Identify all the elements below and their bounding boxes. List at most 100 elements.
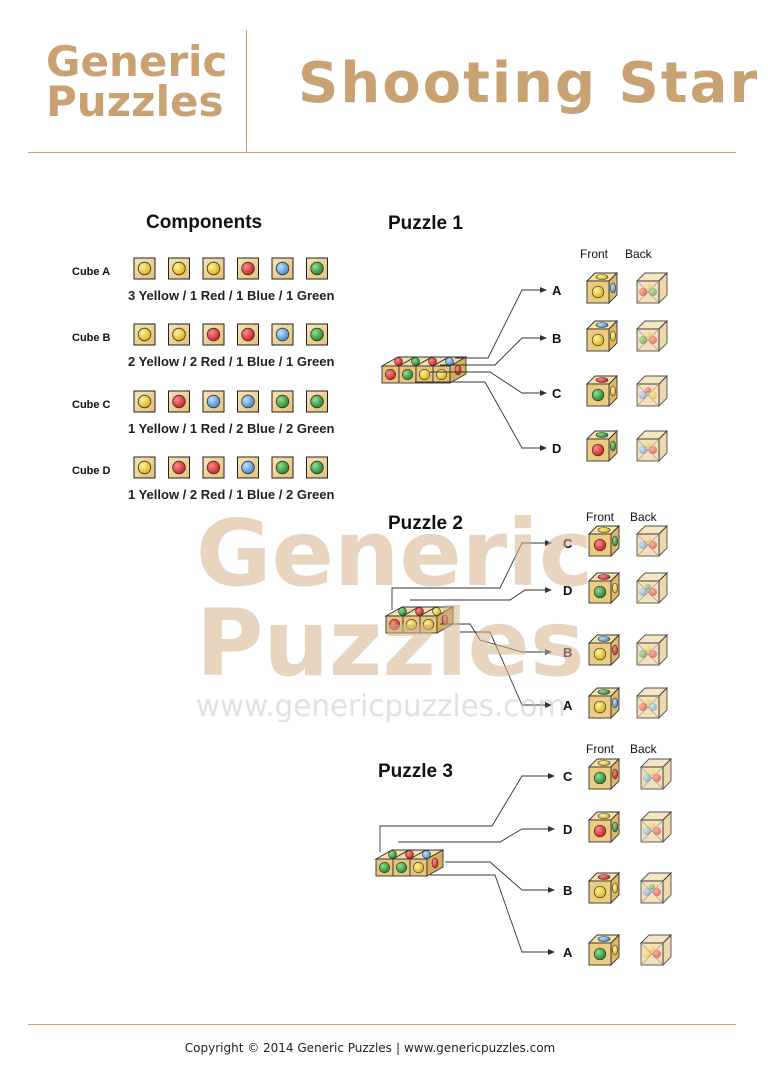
row-letter: B — [552, 331, 561, 346]
puzzle-1-title: Puzzle 1 — [388, 213, 463, 234]
footer-separator: | — [395, 1041, 400, 1055]
component-face-blue — [237, 456, 259, 479]
component-face-red — [168, 390, 190, 413]
puzzle-1-back-label: Back — [625, 247, 653, 261]
bottom-rule — [28, 1024, 736, 1025]
component-face-green — [306, 390, 328, 413]
puzzle-2-row-B: B — [563, 633, 669, 667]
puzzle-3-row-D: D — [563, 810, 673, 844]
component-cube-summary: 1 Yellow / 1 Red / 2 Blue / 2 Green — [128, 421, 334, 436]
row-letter: B — [563, 645, 572, 660]
puzzle-3-leader-lines — [379, 775, 548, 953]
component-cube-summary: 1 Yellow / 2 Red / 1 Blue / 2 Green — [128, 487, 334, 502]
front-view-cube — [585, 429, 619, 463]
front-view-cube — [585, 319, 619, 353]
component-face-blue — [202, 390, 225, 413]
back-view-cube — [635, 686, 669, 720]
row-letter: C — [552, 386, 562, 401]
back-view-cube — [635, 374, 669, 408]
row-letter: D — [552, 441, 561, 456]
component-face-red — [202, 456, 225, 479]
puzzle-3-back-label: Back — [630, 742, 658, 756]
brand-line-1: Generic — [46, 37, 228, 86]
back-view-cube — [639, 810, 673, 844]
puzzle-2-row-C: C — [563, 524, 669, 558]
puzzle-1: Puzzle 1 Front Back A B C D — [380, 213, 669, 463]
puzzle-3-front-label: Front — [586, 742, 615, 756]
puzzle-2-title: Puzzle 2 — [388, 513, 463, 534]
front-view-cube — [587, 571, 621, 605]
row-letter: A — [563, 698, 573, 713]
puzzle-3-row-C: C — [563, 757, 673, 791]
components-heading: Components — [146, 212, 262, 233]
back-view-cube — [639, 871, 673, 905]
front-view-cube — [587, 686, 621, 720]
brand-logo: Generic Puzzles — [46, 37, 228, 126]
front-view-cube — [587, 871, 621, 905]
puzzle-1-assembly — [380, 356, 468, 384]
component-face-yellow — [168, 257, 190, 280]
brand-line-2: Puzzles — [46, 77, 224, 126]
puzzle-3-rows: C D B A — [563, 757, 673, 967]
puzzle-1-rows: A B C D — [552, 271, 669, 463]
component-cube-list: Cube A 3 Yellow / 1 Red / 1 Blue / 1 Gree… — [72, 257, 334, 502]
front-view-cube — [587, 810, 621, 844]
component-face-yellow — [133, 390, 156, 413]
puzzle-2-arrowheads — [545, 540, 552, 708]
puzzle-3-assembly — [374, 849, 445, 877]
back-view-cube — [635, 271, 669, 305]
component-face-green — [306, 456, 328, 479]
row-letter: C — [563, 536, 573, 551]
row-letter: A — [552, 283, 562, 298]
component-row-4: Cube D1 Yellow / 2 Red / 1 Blue / 2 Gree… — [72, 456, 334, 502]
component-face-blue — [271, 323, 294, 346]
puzzle-1-row-D: D — [552, 429, 669, 463]
puzzle-3-row-A: A — [563, 933, 673, 967]
puzzle-2-row-D: D — [563, 571, 669, 605]
component-face-yellow — [133, 456, 156, 479]
component-face-yellow — [133, 323, 156, 346]
back-view-cube — [635, 571, 669, 605]
footer-website-link[interactable]: www.genericpuzzles.com — [403, 1041, 556, 1055]
puzzle-3-arrowheads — [548, 773, 555, 955]
puzzle-1-row-C: C — [552, 374, 669, 408]
component-row-2: Cube B 2 Yellow / 2 Red / 1 Blue / 1 Gree… — [72, 323, 334, 369]
component-face-red — [202, 323, 225, 346]
row-letter: B — [563, 883, 572, 898]
puzzle-1-leader-lines — [415, 289, 540, 449]
component-row-3: Cube C1 Yellow / 1 Red / 2 Blue / 2 Gree… — [72, 390, 334, 436]
front-view-cube — [587, 633, 621, 667]
component-cube-summary: 2 Yellow / 2 Red / 1 Blue / 1 Green — [128, 354, 334, 369]
front-view-cube — [585, 271, 619, 305]
component-face-yellow — [168, 323, 190, 346]
component-cube-summary: 3 Yellow / 1 Red / 1 Blue / 1 Green — [128, 288, 334, 303]
puzzle-1-front-label: Front — [580, 247, 609, 261]
row-letter: C — [563, 769, 573, 784]
top-rule — [28, 152, 736, 153]
back-view-cube — [635, 319, 669, 353]
puzzle-2-leader-lines — [391, 542, 545, 706]
puzzle-2-row-A: A — [563, 686, 669, 720]
back-view-cube — [635, 429, 669, 463]
row-letter: D — [563, 583, 572, 598]
back-view-cube — [635, 524, 669, 558]
component-cube-label: Cube B — [72, 332, 111, 344]
component-face-green — [271, 390, 294, 413]
puzzle-2-back-label: Back — [630, 510, 658, 524]
component-face-yellow — [202, 257, 225, 280]
component-face-blue — [237, 390, 259, 413]
row-letter: A — [563, 945, 573, 960]
row-letter: D — [563, 822, 572, 837]
component-face-green — [306, 323, 328, 346]
component-face-green — [306, 257, 328, 280]
component-row-1: Cube A 3 Yellow / 1 Red / 1 Blue / 1 Gree… — [72, 257, 334, 303]
component-face-red — [237, 323, 259, 346]
front-view-cube — [587, 524, 621, 558]
component-cube-label: Cube A — [72, 266, 110, 278]
puzzle-2-assembly — [384, 606, 455, 634]
component-face-green — [271, 456, 294, 479]
back-view-cube — [635, 633, 669, 667]
